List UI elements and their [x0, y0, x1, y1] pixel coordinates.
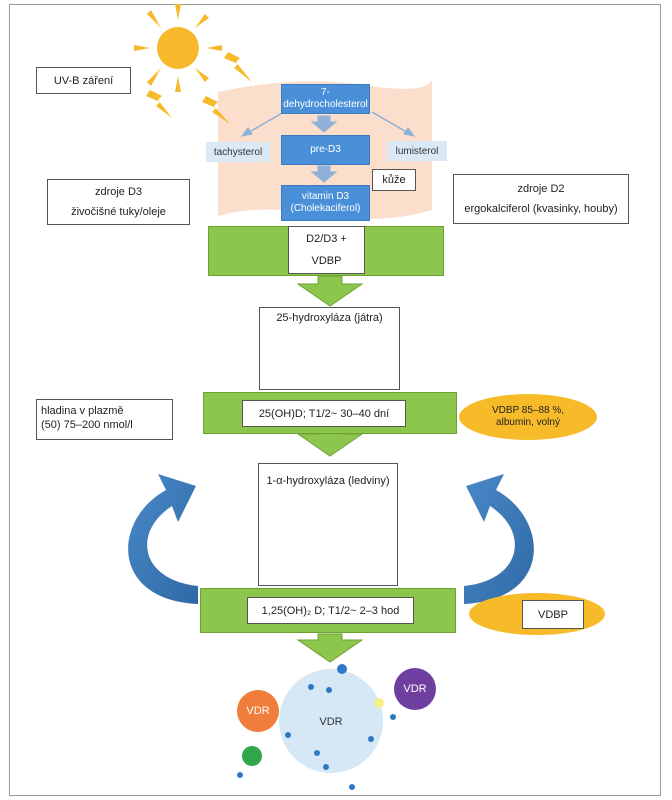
- plasma-level-box: hladina v plazmě (50) 75–200 nmol/l: [36, 399, 173, 440]
- left-curved-arrow: [128, 474, 198, 604]
- dehydrocholesterol-label: 7-dehydrocholesterol: [283, 87, 368, 110]
- lumisterol-label: lumisterol: [395, 145, 439, 157]
- skin-label: kůže: [382, 174, 406, 186]
- tachysterol-label: tachysterol: [213, 146, 263, 158]
- sources-d3-detail: živočišné tuky/oleje: [71, 206, 166, 218]
- lumisterol-box: lumisterol: [387, 141, 447, 161]
- vdr-center-label: VDR: [319, 716, 343, 728]
- vitamin-d3-label: vitamin D3: [301, 191, 350, 202]
- pre-d3-label: pre-D3: [310, 144, 341, 155]
- sun-icon: [134, 4, 222, 92]
- yellow-dot: [374, 698, 384, 708]
- hydroxylase-1a-label: 1-α-hydroxyláza (ledviny): [266, 475, 390, 487]
- sources-d3-title: zdroje D3: [94, 186, 143, 198]
- vdr-purple-label: VDR: [403, 683, 427, 695]
- skin-label-box: kůže: [372, 169, 416, 191]
- uvb-label: UV-B záření: [53, 74, 114, 87]
- uvb-label-box: UV-B záření: [36, 67, 131, 94]
- plasma-level-range: (50) 75–200 nmol/l: [41, 419, 133, 431]
- vitamin-d3-box: vitamin D3 (Cholekaciferol): [281, 185, 370, 221]
- hydroxylase-25-box: 25-hydroxyláza (játra): [259, 307, 400, 390]
- sources-d2-box: zdroje D2 ergokalciferol (kvasinky, houb…: [453, 174, 629, 224]
- pre-d3-box: pre-D3: [281, 135, 370, 165]
- dehydrocholesterol-box: 7-dehydrocholesterol: [281, 84, 370, 114]
- vdr-orange-circle: [237, 690, 279, 732]
- sources-d3-box: zdroje D3 živočišné tuky/oleje: [47, 179, 190, 225]
- hydroxylase-1a-box: 1-α-hydroxyláza (ledviny): [258, 463, 398, 586]
- diagram-frame: [9, 4, 661, 796]
- plasma-level-title: hladina v plazmě: [41, 405, 124, 417]
- hydroxylase-25-label: 25-hydroxyláza (játra): [276, 312, 383, 324]
- vdbp-label: VDBP: [538, 608, 568, 621]
- oh25d-label: 25(OH)D; T1/2~ 30–40 dní: [258, 407, 390, 420]
- vdbp-percent-line2: albumin, volný: [496, 417, 560, 428]
- green-dot: [242, 746, 262, 766]
- d2d3-vdbp-box: D2/D3 + VDBP: [288, 226, 365, 274]
- vdbp-protein-ellipse: [459, 394, 597, 440]
- lightning-icon: [146, 52, 252, 124]
- cholekaciferol-label: (Cholekaciferol): [290, 203, 361, 214]
- right-curved-arrow: [464, 474, 534, 604]
- ligand-dots: [237, 664, 396, 790]
- vdbp-percent-text: VDBP 85–88 %, albumin, volný: [466, 402, 590, 432]
- sources-d2-title: zdroje D2: [517, 183, 565, 195]
- vdbp-percent-line1: VDBP 85–88 %,: [491, 405, 565, 416]
- conversion-arrows: [240, 111, 416, 183]
- vdbp-box: VDBP: [522, 600, 584, 629]
- vdr-purple-circle: [394, 668, 436, 710]
- vdr-orange-label: VDR: [246, 705, 270, 717]
- d2d3-label: D2/D3 +: [306, 233, 347, 245]
- oh25d-box: 25(OH)D; T1/2~ 30–40 dní: [242, 400, 406, 427]
- flow-arrows: [296, 275, 364, 663]
- sources-d2-detail: ergokalciferol (kvasinky, houby): [464, 203, 618, 215]
- d2d3-vdbp-label: VDBP: [311, 255, 342, 267]
- vdr-center-circle: [279, 669, 383, 773]
- tachysterol-box: tachysterol: [206, 142, 270, 162]
- oh125d-box: 1,25(OH)₂ D; T1/2~ 2–3 hod: [247, 597, 414, 624]
- oh125d-label: 1,25(OH)₂ D; T1/2~ 2–3 hod: [261, 604, 400, 617]
